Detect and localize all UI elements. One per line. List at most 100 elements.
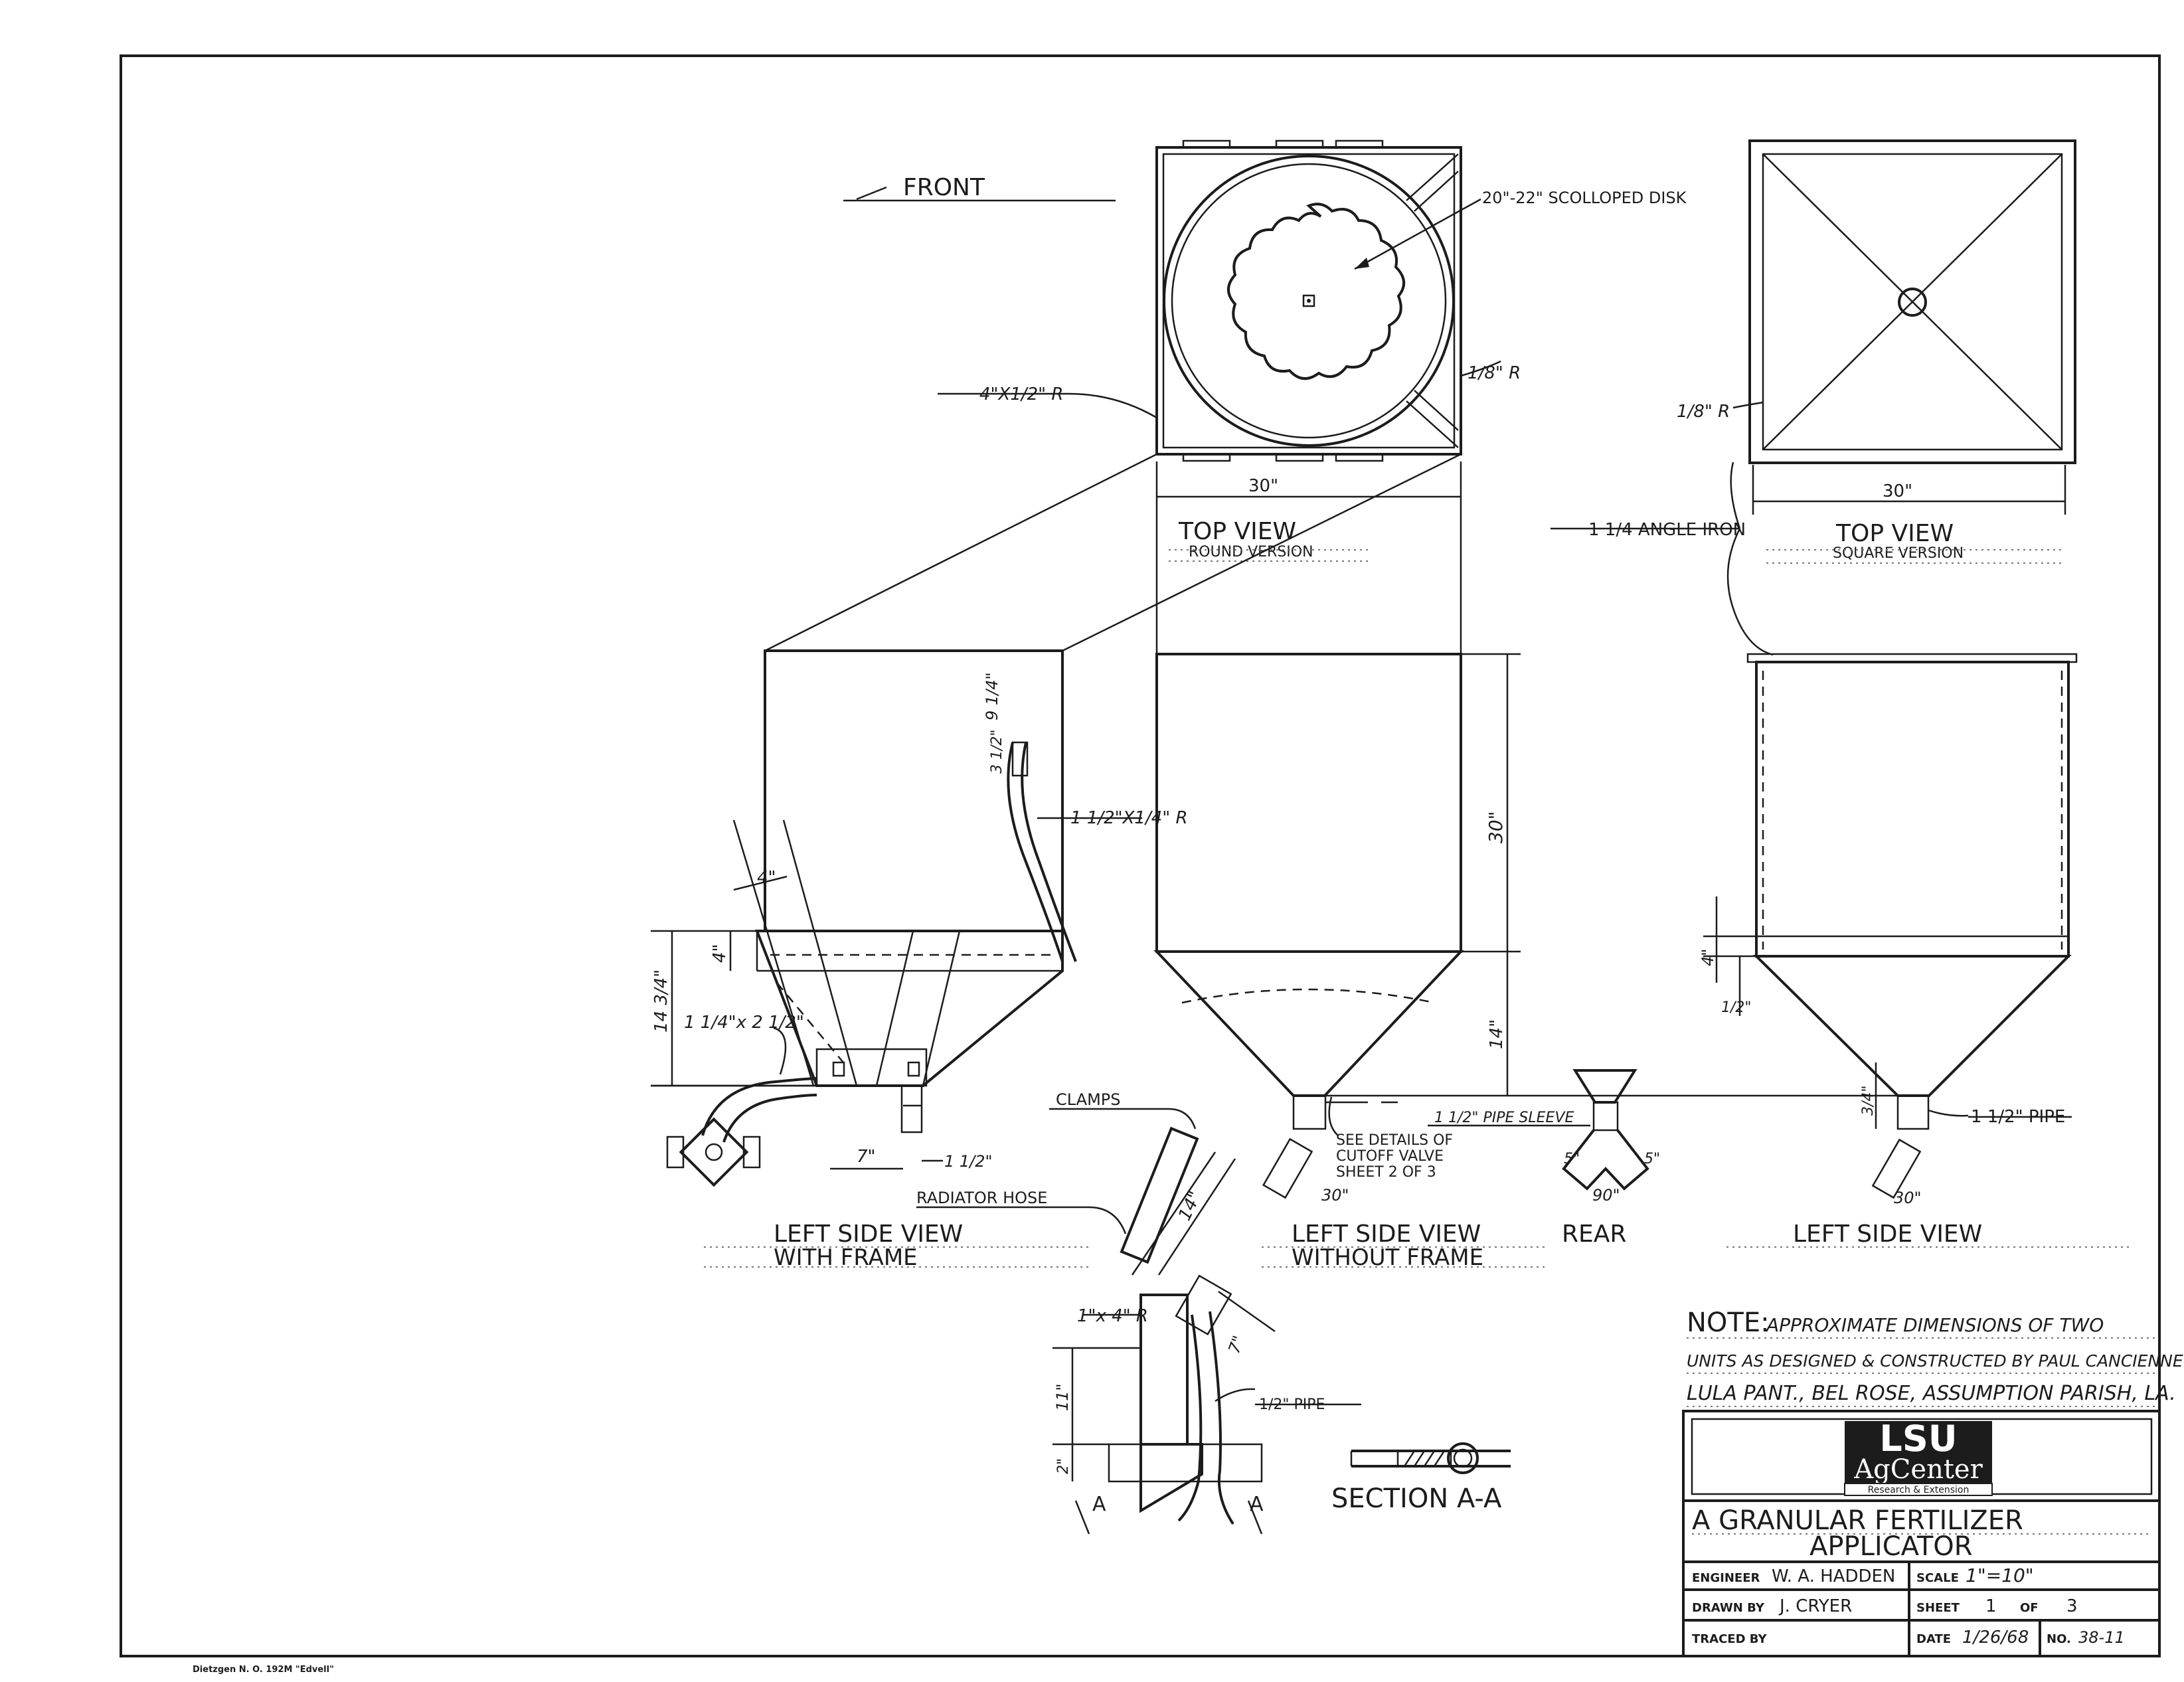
pipe-sleeve-label: 1 1/2" PIPE SLEEVE (1434, 1110, 1574, 1126)
title-left-side-without-frame: LEFT SIDE VIEW (1292, 1220, 1481, 1248)
hose-detail (1120, 1126, 1236, 1276)
logo-research-extension: Research & Extension (1868, 1485, 1970, 1495)
number-value: 38-11 (2078, 1628, 2125, 1647)
drawing-border (120, 54, 2161, 1657)
dim-9-1-4: 9 1/4" (983, 672, 1001, 720)
traced-by-label: TRACED BY (1692, 1632, 1768, 1646)
dim-30-round: 30" (1248, 476, 1278, 496)
see-details-line-2: CUTOFF VALVE (1336, 1148, 1444, 1165)
left-side-view-without-frame (1153, 511, 1464, 1199)
callout-bar-1-5x1-4: 1 1/2"X1/4" R (1037, 808, 1188, 828)
note-label: NOTE: (1687, 1307, 1770, 1338)
dim-1-1-2: 1 1/2" (944, 1152, 993, 1171)
dim-14-3-4: 14 3/4" (651, 969, 671, 1033)
dim-7-detail: 7" (1224, 1333, 1248, 1356)
engineer-value: W. A. HADDEN (1772, 1566, 1895, 1586)
pipe-1-5-label: 1 1/2" PIPE (1971, 1107, 2065, 1127)
callout-scalloped-disk: 20"-22" SCOLLOPED DISK (1354, 189, 1687, 270)
section-a-a (1350, 1442, 1511, 1474)
note-line-1: APPROXIMATE DIMENSIONS OF TWO (1765, 1314, 2104, 1336)
lsu-agcenter-logo: LSU AgCenter Research & Extension (1844, 1418, 1993, 1496)
angle-iron-label: 1 1/4 ANGLE IRON (1588, 520, 1746, 540)
bar-1-25x2-5-label: 1 1/4"x 2 1/2" (684, 1013, 804, 1033)
title-top-view-square: TOP VIEW (1835, 520, 1954, 547)
date-value: 1/26/68 (1962, 1628, 2029, 1647)
drawn-by-value: J. CRYER (1778, 1596, 1852, 1616)
left-side-view-with-frame (666, 453, 1462, 1187)
callout-plate-4x1-2: 4"X1/2" R (938, 384, 1157, 419)
top-view-square (1748, 139, 2076, 464)
rear-view (1562, 1069, 1649, 1191)
dim-height-30: 30" (1485, 811, 1507, 843)
top-view-round (1155, 139, 1462, 462)
title-left-side-square: LEFT SIDE VIEW (1793, 1220, 1982, 1248)
dim-width-round: 30" (1155, 462, 1462, 511)
dim-height-14: 14" (1487, 1019, 1507, 1049)
front-label: FRONT (903, 174, 985, 201)
plate-1-8-label: 1/8" R (1468, 363, 1521, 383)
sheet-value: 1 (1985, 1596, 1997, 1616)
callout-see-details: SEE DETAILS OF CUTOFF VALVE SHEET 2 OF 3 (1328, 1096, 1453, 1181)
callout-radiator-hose: RADIATOR HOSE (916, 1189, 1127, 1234)
dim-4-b: 4" (757, 868, 776, 888)
bar-1-5x1-4-label: 1 1/2"X1/4" R (1070, 808, 1188, 828)
dim-4-square: 4" (1699, 949, 1717, 966)
subtitle-with-frame: WITH FRAME (774, 1244, 918, 1271)
title-block: LSU AgCenter Research & Extension A GRAN… (1682, 1410, 2161, 1657)
dims-with-frame: 14 3/4" 4" 9 1/4" 3 1/2" 4" 7" 1 1/2" (651, 651, 1064, 1171)
dim-2: 2" (1055, 1458, 1072, 1474)
title-rear: REAR (1562, 1220, 1626, 1248)
scale-value: 1"=10" (1966, 1564, 2034, 1586)
dim-14-hose: 14" (1175, 1188, 1205, 1224)
dim-7: 7" (857, 1147, 876, 1167)
callout-plate-1-8: 1/8" R (1460, 360, 1521, 383)
title-section-a-a: SECTION A-A (1331, 1483, 1502, 1514)
logo-lsu: LSU (1879, 1418, 1957, 1460)
callout-pipe-1-5: 1 1/2" PIPE (1928, 1107, 2072, 1127)
angle-30-b: 30" (1894, 1189, 1922, 1207)
callout-plate-1x4: 1"x 4" R (1077, 1306, 1148, 1326)
pipe-1-2-label: 1/2" PIPE (1259, 1396, 1325, 1413)
section-mark-a-left: A (1092, 1493, 1106, 1516)
note-line-2: UNITS AS DESIGNED & CONSTRUCTED BY PAUL … (1687, 1351, 2183, 1371)
note-block: NOTE: APPROXIMATE DIMENSIONS OF TWO UNIT… (1687, 1307, 2183, 1407)
see-details-line-1: SEE DETAILS OF (1336, 1132, 1453, 1149)
dim-1-2-square: 1/2" (1721, 999, 1752, 1016)
title-left-side-with-frame: LEFT SIDE VIEW (774, 1220, 963, 1248)
callout-clamps: CLAMPS (1049, 1090, 1197, 1130)
drawn-by-label: DRAWN BY (1692, 1601, 1765, 1615)
section-mark-a-right: A (1250, 1493, 1264, 1516)
callout-pipe-1-2: 1/2" PIPE (1215, 1388, 1361, 1413)
plate-4x1-2-label: 4"X1/2" R (979, 384, 1063, 404)
dim-3-4-square: 3/4" (1860, 1085, 1877, 1116)
scalloped-disk-shape (1227, 203, 1405, 380)
radiator-hose-label: RADIATOR HOSE (916, 1189, 1047, 1207)
dim-4-a: 4" (710, 944, 730, 963)
title-line-2: APPLICATOR (1809, 1531, 1973, 1562)
angle-30-a: 30" (1321, 1186, 1349, 1205)
see-details-line-3: SHEET 2 OF 3 (1336, 1164, 1436, 1181)
title-top-view-round: TOP VIEW (1178, 518, 1296, 545)
dims-without-frame: 30" 14" 30" (1321, 653, 1521, 1205)
clamps-label: CLAMPS (1056, 1090, 1121, 1109)
dim-width-square: 30" (1752, 465, 2066, 515)
date-label: DATE (1916, 1632, 1951, 1646)
dims-square: 4" 1/2" 3/4" 30" (1699, 896, 1922, 1207)
dim-5-a: 5" (1564, 1151, 1580, 1167)
callout-plate-1-8-square: 1/8" R (1677, 401, 1764, 422)
valve-detail (1108, 1274, 1263, 1525)
callout-angle-iron: 1 1/4 ANGLE IRON (1551, 462, 1774, 656)
angle-90: 90" (1592, 1186, 1620, 1205)
sheet-label: SHEET (1916, 1601, 1960, 1615)
scalloped-disk-label: 20"-22" SCOLLOPED DISK (1482, 189, 1687, 207)
plate-1-8-square-label: 1/8" R (1677, 402, 1730, 422)
logo-agcenter: AgCenter (1853, 1454, 1983, 1485)
number-label: NO. (2047, 1632, 2071, 1646)
scale-label: SCALE (1916, 1571, 1959, 1585)
front-indicator: FRONT (843, 174, 1116, 202)
left-side-view-square (1746, 653, 2078, 1199)
of-label: OF (2020, 1601, 2039, 1615)
callout-pipe-sleeve: 1 1/2" PIPE SLEEVE (1428, 1110, 1590, 1127)
engineer-label: ENGINEER (1692, 1571, 1760, 1585)
